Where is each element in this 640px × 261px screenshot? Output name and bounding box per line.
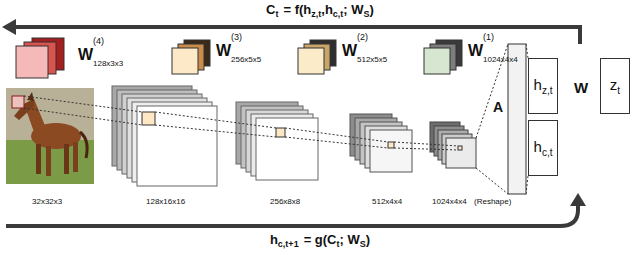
- equation-term: = g(C: [304, 232, 337, 247]
- variable-subscript: z,t: [542, 85, 553, 96]
- receptive-patch: [388, 142, 394, 148]
- arrow-head: [570, 193, 586, 206]
- feature-map: [446, 138, 476, 168]
- dimension-label: 512x4x4: [372, 198, 402, 207]
- equation-subscript: z,t: [311, 9, 321, 19]
- layer-index: (4): [93, 37, 104, 47]
- dimension-label: 128x16x16: [146, 198, 185, 207]
- equation-term: = f(h: [283, 2, 311, 17]
- dimension-label: (Reshape): [474, 198, 511, 207]
- variable-symbol: h: [534, 138, 542, 155]
- projection-line: [285, 128, 388, 142]
- kernel-layer: [16, 46, 48, 78]
- equation-term: ): [370, 2, 374, 17]
- reshape-vector: [508, 44, 526, 194]
- kernel-layer: [298, 48, 324, 74]
- projection-lines: [24, 44, 528, 194]
- arrow-line: [6, 205, 578, 226]
- arrow-head: [2, 19, 16, 35]
- photo-background: [6, 88, 94, 184]
- matrix-label: A: [493, 100, 503, 115]
- weight-cube: [424, 40, 462, 74]
- horse-leg: [73, 142, 78, 172]
- weight-cube: [172, 40, 210, 74]
- equation-term: ): [366, 232, 370, 247]
- feature-stack: [236, 102, 318, 180]
- weight-symbol: W: [216, 42, 231, 60]
- equation-subscript: S: [360, 239, 366, 249]
- feature-stack: [430, 122, 476, 168]
- kernel-size: 512x5x5: [357, 56, 387, 65]
- equation-term: h: [270, 232, 278, 247]
- kernel-size: 256x5x5: [231, 56, 261, 65]
- hidden-state-box: hc,t: [528, 120, 558, 176]
- projection-line: [285, 137, 388, 148]
- feature-stack: [112, 86, 217, 186]
- projection-line: [155, 112, 276, 128]
- dimension-label: 256x8x8: [270, 198, 300, 207]
- layer-index: (3): [231, 33, 242, 43]
- equation-term: ; W: [343, 2, 363, 17]
- weight-symbol: W: [342, 42, 357, 60]
- weight-symbol: W: [78, 46, 93, 64]
- projection-line: [476, 168, 508, 194]
- equation-subscript: S: [364, 9, 370, 19]
- feature-map: [256, 118, 318, 180]
- bottom-arrow: [6, 193, 586, 226]
- projection-line: [24, 96, 142, 112]
- weight-cube: [16, 38, 64, 78]
- horse-tail: [80, 132, 87, 158]
- equation-subscript: c,t+1: [278, 239, 299, 249]
- equation-subscript: t: [337, 239, 340, 249]
- equation-subscript: t: [275, 9, 278, 19]
- horse-leg: [64, 144, 69, 174]
- receptive-patch: [142, 112, 155, 125]
- feature-map: [137, 106, 217, 186]
- kernel-size: 128x3x3: [93, 60, 123, 69]
- weight-symbol: W: [468, 42, 483, 60]
- equation-subscript: c,t: [333, 9, 344, 19]
- kernel-size: 1024x4x4: [483, 56, 518, 65]
- equation-term: C: [266, 2, 275, 17]
- weight-cube: [298, 40, 336, 74]
- top-arrow: [2, 19, 580, 44]
- latent-output-box: zt: [600, 58, 630, 114]
- grass: [6, 140, 94, 184]
- variable-symbol: z: [610, 76, 618, 93]
- layer-index: (2): [357, 33, 368, 43]
- feature-map: [370, 130, 412, 172]
- layer-index: (1): [483, 33, 494, 43]
- dimension-label: 32x32x3: [32, 198, 62, 207]
- node-label: zt: [610, 77, 620, 96]
- projection-line: [394, 142, 458, 146]
- equation-term: ; W: [340, 232, 360, 247]
- node-label: hz,t: [534, 77, 553, 96]
- equation-term: ,h: [321, 2, 333, 17]
- update-equation: Ct = f(hz,t,hc,t; WS): [266, 2, 374, 20]
- horse-leg: [46, 146, 51, 176]
- projection-line: [394, 148, 458, 150]
- node-label: hc,t: [534, 139, 553, 158]
- variable-subscript: c,t: [542, 147, 553, 158]
- latent-box: hz,t: [528, 58, 558, 114]
- kernel-layer: [172, 48, 198, 74]
- kernel-layer: [424, 48, 450, 74]
- projection-line: [155, 125, 276, 137]
- projection-line: [24, 108, 142, 125]
- dimension-label: 1024x4x4: [432, 198, 467, 207]
- variable-subscript: t: [617, 85, 620, 96]
- receptive-patch: [276, 128, 285, 137]
- receptive-patch: [458, 146, 462, 150]
- receptive-patch: [12, 96, 24, 108]
- weight-symbol: W: [574, 80, 588, 97]
- horse-image: [6, 88, 94, 184]
- horse-leg: [36, 144, 41, 174]
- variable-symbol: h: [534, 76, 542, 93]
- state-equation: hc,t+1 = g(Ct; WS): [270, 232, 370, 250]
